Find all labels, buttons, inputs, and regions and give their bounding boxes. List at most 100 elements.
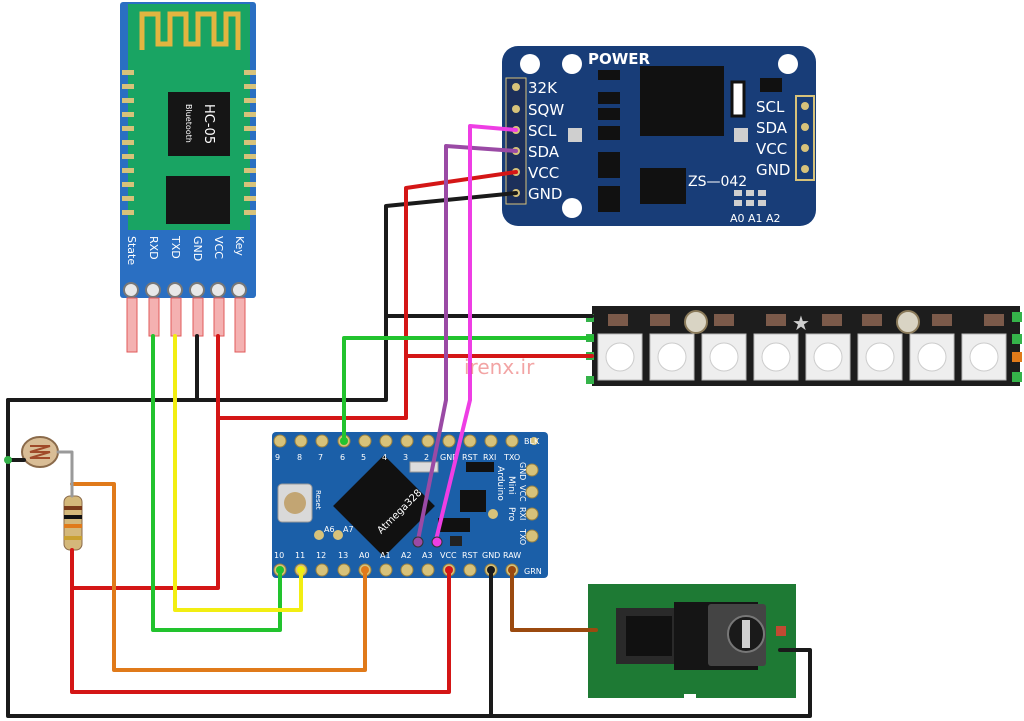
rtc-diode	[598, 152, 620, 178]
pin-gnd-top: GND	[440, 453, 458, 462]
arduino-name-2: Mini	[506, 476, 516, 494]
bluetooth-header-pins	[123, 282, 247, 353]
pin-a6: A6	[324, 525, 335, 534]
wire-ldr-lead	[56, 450, 74, 498]
pin-vcc-bottom: VCC	[440, 551, 457, 560]
rtc-chip	[640, 66, 724, 136]
resistor-body	[63, 495, 83, 551]
antenna-trace	[139, 11, 241, 50]
rtc-pin-32k: 32K	[528, 79, 558, 97]
bluetooth-castellations	[122, 70, 256, 215]
pin-13: 13	[338, 551, 348, 560]
arduino-pad	[488, 509, 498, 519]
wire-rtc-gnd	[6, 191, 518, 402]
flash-chip	[166, 176, 230, 224]
pin-7: 7	[318, 453, 323, 462]
arduino-pad-a6	[314, 530, 324, 540]
rtc-pin-sda: SDA	[528, 143, 560, 161]
pin-a2: A2	[401, 551, 412, 560]
pin-2: 2	[424, 453, 429, 462]
pin-9: 9	[275, 453, 280, 462]
eeprom-chip	[640, 168, 686, 204]
rtc-crystal	[730, 80, 746, 118]
strip-pad	[586, 376, 594, 384]
pin-4: 4	[382, 453, 387, 462]
dc-jack-module	[588, 584, 796, 702]
rtc-mount-hole	[562, 198, 582, 218]
pin-grn: GRN	[524, 567, 542, 576]
led-strip: ★	[586, 306, 1022, 386]
rtc-addr-pads	[734, 190, 766, 206]
rtc-pin-header-left	[505, 77, 527, 205]
pin-a3: A3	[422, 551, 433, 560]
rtc-pin-gnd: GND	[528, 185, 562, 203]
strip-pad	[1012, 334, 1022, 344]
dc-jack-pin	[742, 620, 750, 648]
pin-gnd-right: GND	[518, 462, 527, 480]
wire-rtc-sda	[416, 144, 518, 542]
strip-pad	[1012, 372, 1022, 382]
rtc-power-label: POWER	[588, 50, 651, 68]
rtc-pin-sqw: SQW	[528, 101, 564, 119]
smd-part	[466, 462, 494, 472]
rtc-pad	[734, 128, 748, 142]
pin-a1: A1	[380, 551, 391, 560]
pin-raw: RAW	[503, 551, 521, 560]
rtc-resistor	[598, 108, 620, 120]
rtc-capacitor	[598, 186, 620, 212]
rtc-model-label: ZS—042	[688, 174, 747, 190]
pin-5: 5	[361, 453, 366, 462]
wire-rtc-vcc	[216, 170, 518, 420]
rtc-pin-vcc: VCC	[528, 164, 559, 182]
strip-pad	[1012, 352, 1022, 362]
strip-mount-hole	[896, 310, 920, 334]
pin-blk: BLK	[524, 437, 540, 446]
ldr-track	[29, 445, 51, 459]
wire-arduino-vcc	[70, 416, 451, 694]
strip-star-mark: ★	[792, 311, 810, 335]
rtc-resistor	[598, 126, 620, 140]
pin-a0: A0	[359, 551, 370, 560]
ldr-sensor	[21, 436, 59, 468]
arduino-pad	[530, 437, 538, 445]
reset-button-cap[interactable]	[284, 492, 306, 514]
pin-12: 12	[316, 551, 326, 560]
rtc-right-pin-scl: SCL	[756, 98, 785, 116]
wire-endpoints	[4, 437, 516, 574]
bt-pin-gnd: GND	[191, 236, 204, 261]
pin-11: 11	[295, 551, 305, 560]
reset-label: Reset	[314, 490, 322, 510]
rtc-resistor	[598, 92, 620, 104]
dc-jack-barrel	[626, 616, 672, 656]
rtc-mount-hole	[562, 54, 582, 74]
rtc-right-pin-gnd: GND	[756, 161, 790, 179]
pin-txo-top: TXO	[503, 453, 520, 462]
pin-vcc-right: VCC	[518, 485, 527, 502]
pin-rst-bottom: RST	[462, 551, 478, 560]
power-led	[598, 70, 620, 80]
pin-gnd-bottom: GND	[482, 551, 500, 560]
crystal	[409, 461, 439, 473]
rtc-mount-hole	[520, 54, 540, 74]
strip-pad	[1012, 312, 1022, 322]
pin-rxi-top: RXI	[483, 453, 496, 462]
bt-pin-rxd: RXD	[147, 236, 160, 260]
wire-strip-data	[342, 336, 594, 443]
rtc-module: POWER 32K SQW SCL SDA VCC GND SCL SDA VC…	[502, 46, 816, 226]
arduino-name-1: Arduino	[495, 466, 505, 501]
arduino-pad-a7	[333, 530, 343, 540]
wire-bt-txd	[173, 334, 303, 612]
bluetooth-chip	[168, 92, 230, 156]
arduino-pro-mini: Atmega328 9 8 7 6 5 4 3 2 GND RST RXI TX…	[272, 432, 548, 578]
rtc-addr-a2: A2	[766, 212, 781, 225]
wire-ldr-a0	[70, 482, 367, 672]
rtc-addr-a0: A0	[730, 212, 745, 225]
rtc-pad-row-right	[795, 95, 815, 181]
pin-10: 10	[274, 551, 284, 560]
bluetooth-model-label: HC-05	[201, 104, 216, 144]
smd-cap	[450, 536, 462, 546]
resistor	[63, 495, 83, 551]
bt-pin-key: Key	[233, 236, 246, 256]
rtc-mount-hole	[778, 54, 798, 74]
